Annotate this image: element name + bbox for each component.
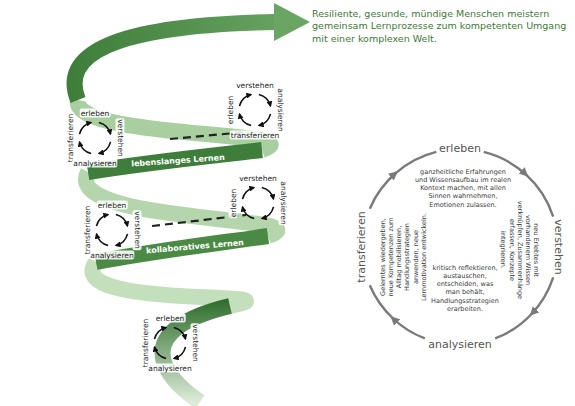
cycle-arrow: [392, 317, 425, 338]
stage-heading: verstehen: [551, 217, 564, 276]
stage-word: analysieren: [147, 364, 192, 373]
stage-heading: erleben: [437, 142, 483, 155]
stage-word: erleben: [226, 95, 235, 126]
cycle-arrow: [370, 172, 397, 208]
cycle-arrow: [96, 214, 108, 226]
stage-word: transferieren: [141, 318, 150, 369]
stage-word: erleben: [155, 314, 186, 323]
stage-word: verstehen: [191, 323, 200, 363]
cycle-arrow: [259, 94, 271, 106]
spiral-band-back: [92, 262, 245, 306]
stage-description: Gelerntes wiedergeben, neue Kompetenzen …: [379, 211, 428, 303]
stage-word: verstehen: [235, 81, 275, 90]
cycle-arrow: [174, 347, 186, 359]
stage-word: erleben: [97, 201, 128, 210]
cycle-arrow: [99, 142, 111, 154]
stage-heading: analysieren: [426, 338, 494, 351]
stage-word: verstehen: [133, 210, 142, 250]
stage-word: verstehen: [238, 174, 278, 183]
stage-description: ganzheitliche Erfahrungen und Wissensauf…: [413, 168, 513, 209]
stage-word: verstehen: [116, 118, 125, 158]
stage-description: neu Erlebtes mit vorhandenem Wissen verk…: [500, 200, 541, 300]
cycle-arrow: [96, 234, 108, 246]
spiral-band-back: [86, 172, 277, 236]
stage-word: erleben: [229, 188, 238, 219]
cycle-arrow: [239, 94, 251, 106]
cycle-arrow: [154, 347, 166, 359]
stage-heading: transferieren: [355, 209, 368, 284]
cycle-arrow: [79, 122, 91, 134]
cycle-arrow: [242, 187, 254, 199]
cycle-arrow: [116, 214, 128, 226]
spiral-band-top: [75, 22, 276, 100]
cycle-arrow: [79, 142, 91, 154]
cycle-arrow: [242, 207, 254, 219]
cycle-arrow: [495, 313, 532, 338]
stage-word: transferieren: [66, 113, 75, 164]
spiral-arrowhead: [274, 3, 310, 41]
stage-word: transferieren: [230, 131, 281, 140]
cycle-arrow: [259, 114, 271, 126]
stage-word: analysieren: [89, 251, 134, 260]
spiral-band-back: [78, 100, 271, 150]
cycle-arrow: [99, 122, 111, 134]
cycle-arrow: [154, 327, 166, 339]
cycle-arrow: [531, 277, 553, 314]
title: Resiliente, gesunde, mündige Menschen me…: [312, 8, 567, 45]
cycle-arrow: [262, 187, 274, 199]
stage-description: kritisch reflektieren, austauschen, ents…: [431, 264, 499, 313]
cycle-arrow: [174, 327, 186, 339]
stage-word: analysieren: [279, 180, 288, 225]
cycle-arrow: [526, 174, 554, 217]
cycle-arrow: [262, 207, 274, 219]
stage-word: analysieren: [72, 159, 117, 168]
stage-word: transferieren: [83, 205, 92, 256]
cycle-arrow: [239, 114, 251, 126]
stage-word: erleben: [80, 109, 111, 118]
cycle-arrow: [116, 234, 128, 246]
stage-word: analysieren: [276, 87, 285, 132]
